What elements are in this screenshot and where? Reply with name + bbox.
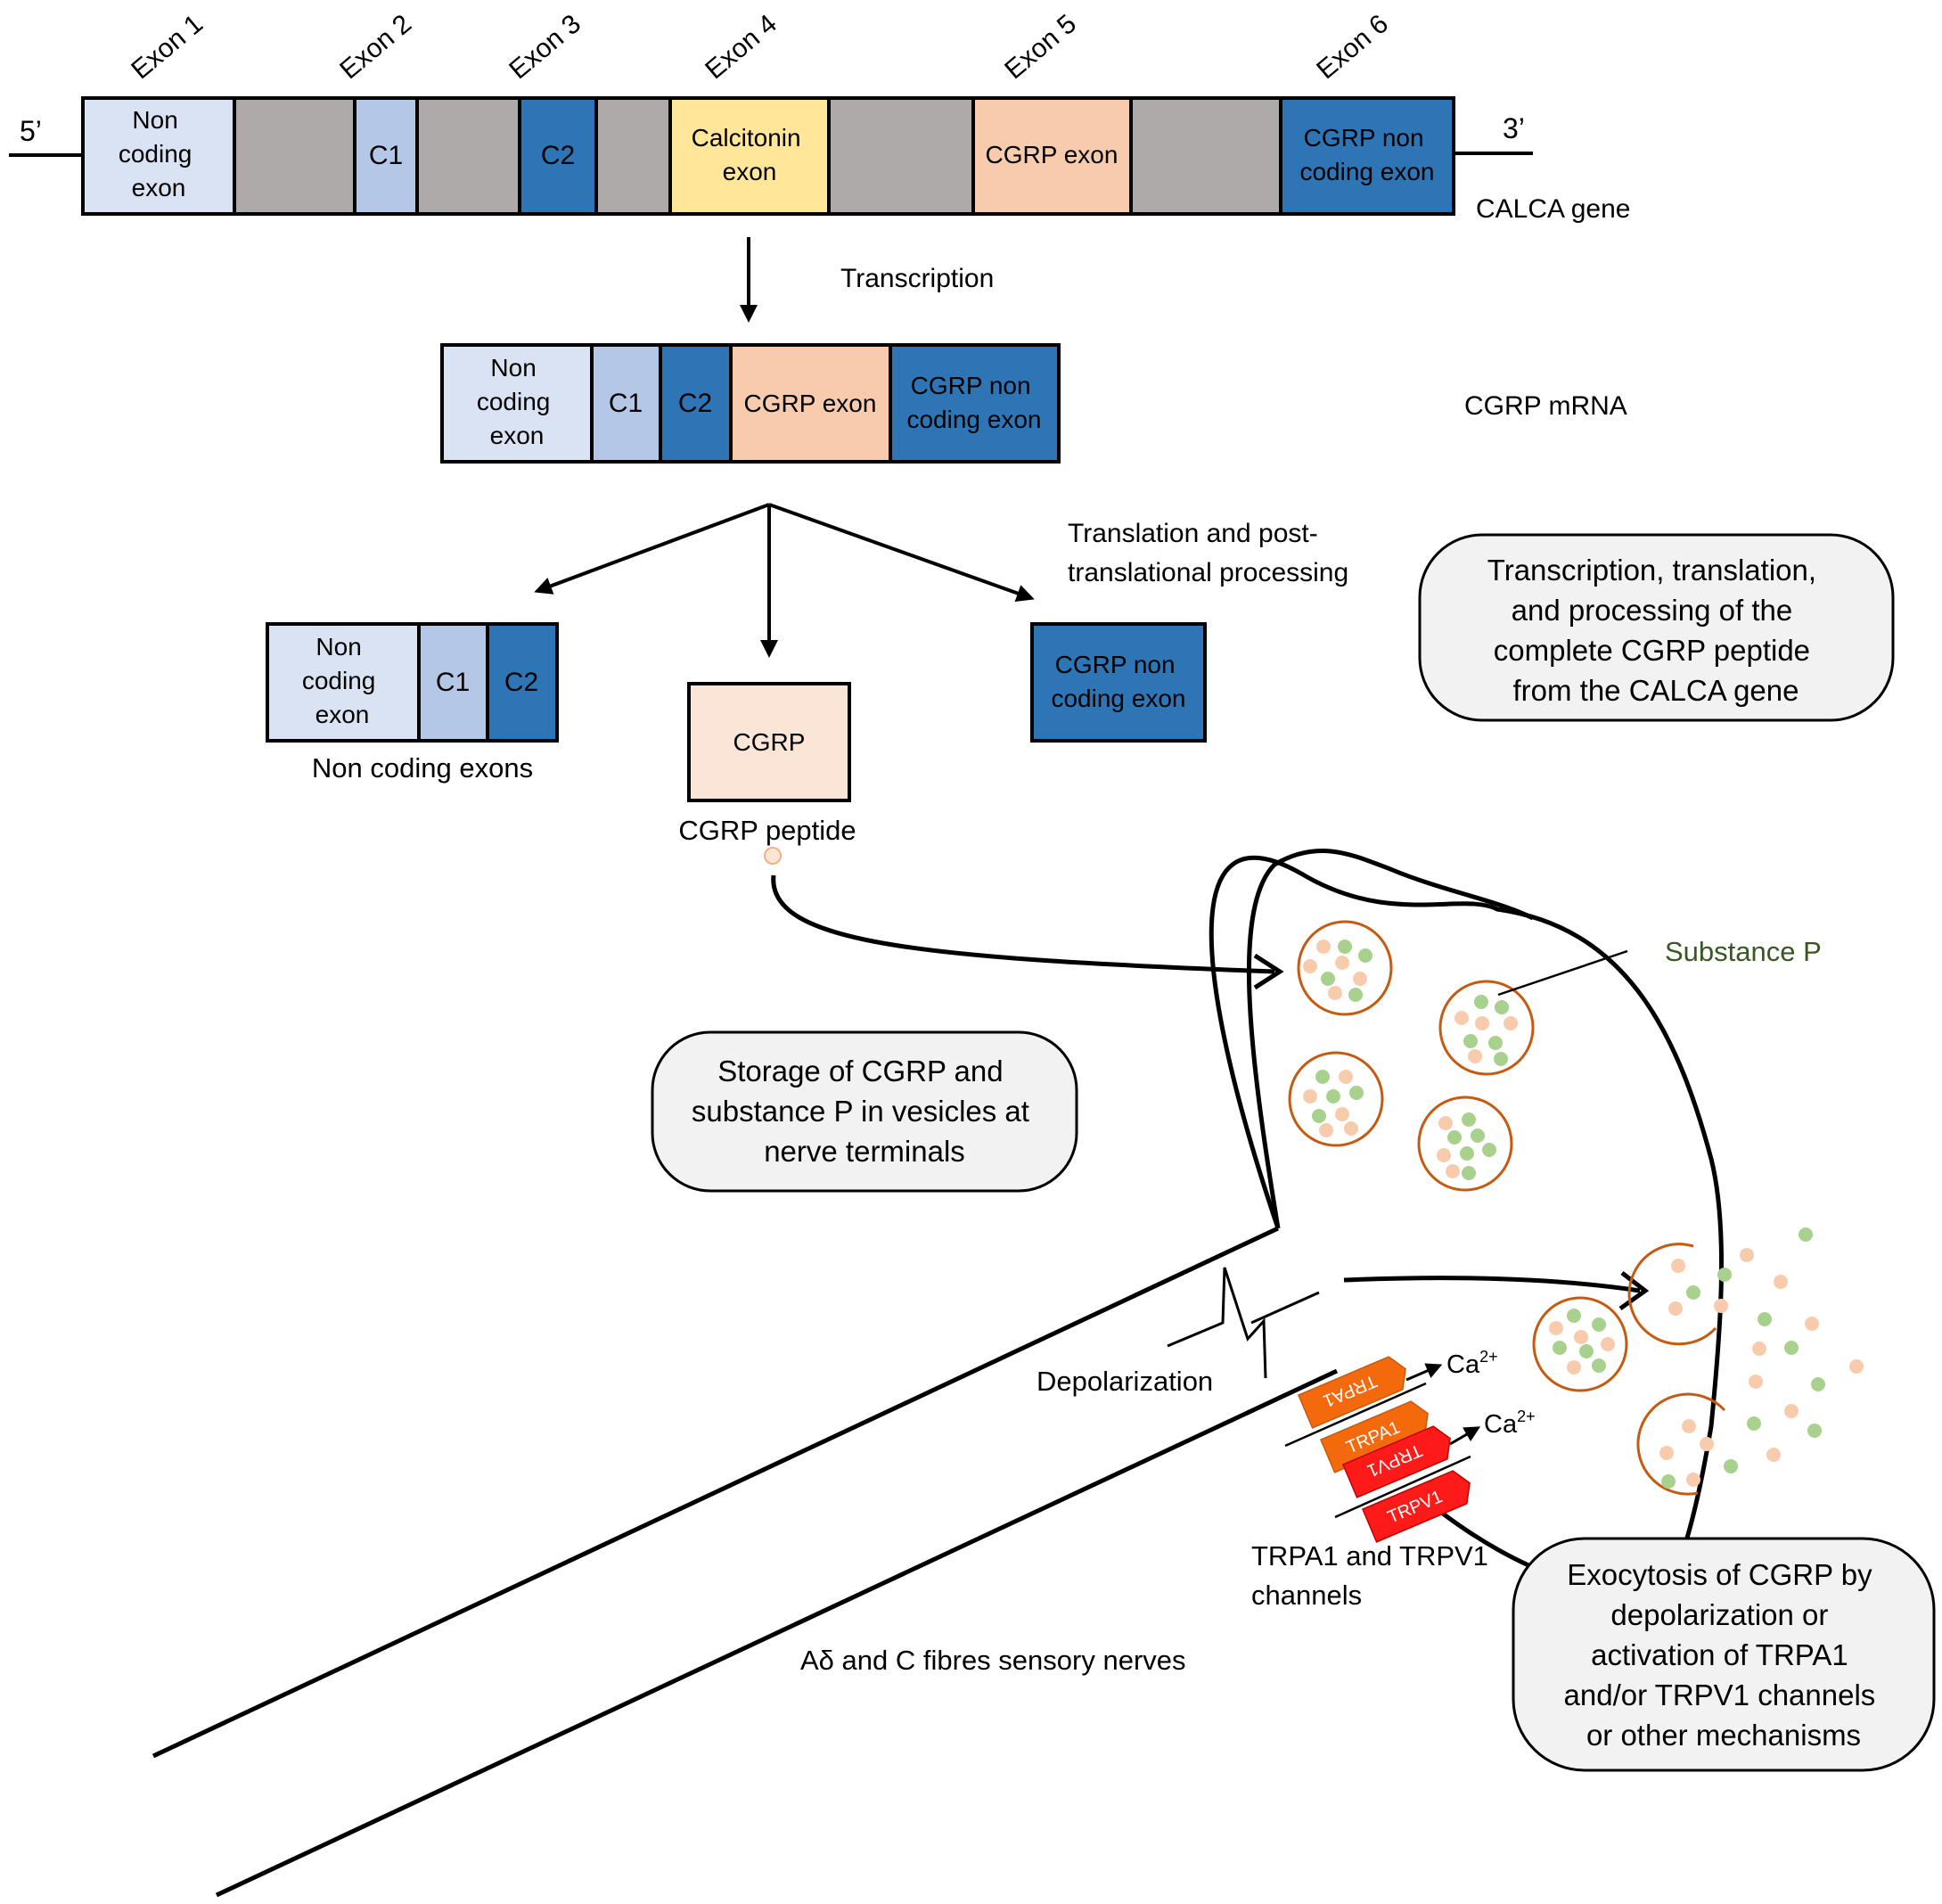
exocytosis-arrow — [1343, 1276, 1641, 1293]
exon2-text: C1 — [369, 141, 403, 170]
trpv1-membrane-line — [1334, 1455, 1471, 1519]
exon2-label: Exon 2 — [334, 9, 417, 85]
depolarization-label: Depolarization — [1037, 1366, 1213, 1397]
product-c1-text: C1 — [436, 668, 470, 697]
ca-label-trpa1: Ca2+ — [1446, 1348, 1498, 1379]
exon1-label: Exon 1 — [126, 9, 209, 85]
callout-storage-box — [651, 1030, 1078, 1193]
calca-gene: 5’ 3’ Non coding exon C1 C2 Calcitonin e… — [9, 9, 1630, 224]
axon-lower-membrane — [215, 1368, 1339, 1898]
mrna-c2 — [659, 343, 733, 464]
arrow-to-cgrp-noncoding — [768, 503, 1035, 603]
callout-storage: Storage of CGRP and substance P in vesic… — [651, 1030, 1078, 1193]
trpa1-membrane-line — [1284, 1382, 1427, 1448]
fusing-vesicle-lower — [1636, 1392, 1726, 1496]
noncoding-product: Non coding exon C1 C2 Non coding exons — [266, 622, 559, 784]
mrna-cgrp-noncoding-exon — [889, 343, 1061, 464]
cgrp-noncoding-product: CGRP non coding exon — [1030, 622, 1207, 743]
exon2-c1 — [353, 96, 419, 216]
exon6-cgrp-noncoding — [1279, 96, 1455, 216]
mrna-c1-text: C1 — [609, 389, 643, 418]
exon6-text: CGRP non coding exon — [1299, 124, 1434, 185]
product-cgrp-noncoding-text: CGRP non coding exon — [1051, 651, 1185, 712]
axon-upper-membrane — [152, 1226, 1280, 1759]
cgrp-transport-arrow — [771, 874, 1275, 974]
vesicle — [1297, 920, 1393, 1016]
sensory-nerves-label: Aδ and C fibres sensory nerves — [800, 1645, 1186, 1676]
exon1-text: Non coding exon — [119, 106, 199, 201]
callout-exocytosis: Exocytosis of CGRP by depolarization or … — [1512, 1537, 1936, 1772]
cgrp-mrna-label: CGRP mRNA — [1464, 391, 1627, 421]
cgrp-transport-arrowhead — [1253, 953, 1284, 990]
callout-exocytosis-box — [1512, 1537, 1936, 1772]
product-c2-text: C2 — [504, 668, 538, 697]
exocytosis-site — [1627, 1227, 1864, 1496]
fusing-vesicle-upper — [1627, 1243, 1717, 1346]
channels-label: TRPA1 and TRPV1 channels — [1251, 1540, 1496, 1611]
ca-influx-arrow-trpa1 — [1405, 1363, 1443, 1382]
nerve-terminal — [152, 848, 1725, 1898]
released-molecules — [1659, 1227, 1864, 1489]
mrna-noncoding-text: Non coding exon — [477, 354, 557, 449]
exocytosis-arrowhead — [1618, 1271, 1650, 1311]
product-cgrp-noncoding-exon — [1030, 622, 1207, 743]
vesicle — [1288, 1051, 1384, 1147]
exon3-label: Exon 3 — [504, 9, 586, 85]
substance-p-leader — [1497, 949, 1628, 997]
exon5-label: Exon 5 — [999, 9, 1082, 85]
three-prime-label: 3’ — [1503, 112, 1525, 144]
callout-transcription-box — [1418, 533, 1895, 722]
noncoding-exons-label: Non coding exons — [312, 752, 533, 784]
callout-transcription-text: Transcription, translation, and processi… — [1487, 554, 1824, 707]
nerve-terminal-upper-membrane — [1246, 848, 1535, 1229]
cgrp-box — [687, 682, 851, 802]
arrow-to-noncoding — [534, 503, 770, 595]
exon3-c2 — [518, 96, 598, 216]
vesicle — [1532, 1296, 1628, 1392]
product-c1 — [417, 622, 489, 743]
callout-storage-text: Storage of CGRP and substance P in vesic… — [692, 1055, 1037, 1168]
callout-transcription: Transcription, translation, and processi… — [1418, 533, 1895, 722]
exon4-label: Exon 4 — [700, 9, 783, 85]
cgrp-mrna: Non coding exon C1 C2 CGRP exon CGRP non… — [440, 343, 1627, 464]
ca-influx-arrow-trpv1 — [1449, 1426, 1481, 1446]
exon4-calcitonin — [668, 96, 831, 216]
five-prime-label: 5’ — [20, 115, 42, 147]
mrna-cgrp-noncoding-text: CGRP non coding exon — [906, 372, 1041, 433]
vesicle — [1417, 1096, 1513, 1192]
mrna-noncoding-exon — [440, 343, 594, 464]
product-noncoding-text: Non coding exon — [302, 633, 382, 728]
translation-arrows — [534, 503, 1035, 658]
cgrp-box-text: CGRP — [733, 728, 806, 756]
cgrp-peptide-label: CGRP peptide — [678, 815, 856, 846]
product-c2 — [486, 622, 559, 743]
callout-exocytosis-text: Exocytosis of CGRP by depolarization or … — [1564, 1558, 1884, 1752]
cgrp-peptide-dot — [764, 847, 782, 865]
exon6-label: Exon 6 — [1311, 9, 1394, 85]
exon5-text: CGRP exon — [986, 141, 1118, 168]
exon3-text: C2 — [541, 141, 575, 170]
stored-vesicles — [1288, 920, 1628, 1392]
calca-gene-label: CALCA gene — [1476, 194, 1630, 224]
exon4-text: Calcitonin exon — [692, 124, 808, 185]
depolarization-bolt — [1167, 1267, 1320, 1379]
mrna-c2-text: C2 — [678, 389, 712, 418]
mrna-cgrp-exon — [729, 343, 892, 464]
transcription-label: Transcription — [840, 264, 994, 293]
exon1-noncoding — [81, 96, 236, 216]
product-noncoding-exon — [266, 622, 421, 743]
substance-p-label: Substance P — [1665, 936, 1822, 967]
mrna-cgrp-text: CGRP exon — [744, 390, 877, 417]
vesicle-substance-p — [1438, 980, 1535, 1076]
translation-label: Translation and post- translational proc… — [1068, 519, 1348, 587]
cgrp-peptide-product: CGRP CGRP peptide — [678, 682, 856, 865]
ca-label-trpv1: Ca2+ — [1484, 1407, 1536, 1439]
exon5-cgrp — [971, 96, 1133, 216]
